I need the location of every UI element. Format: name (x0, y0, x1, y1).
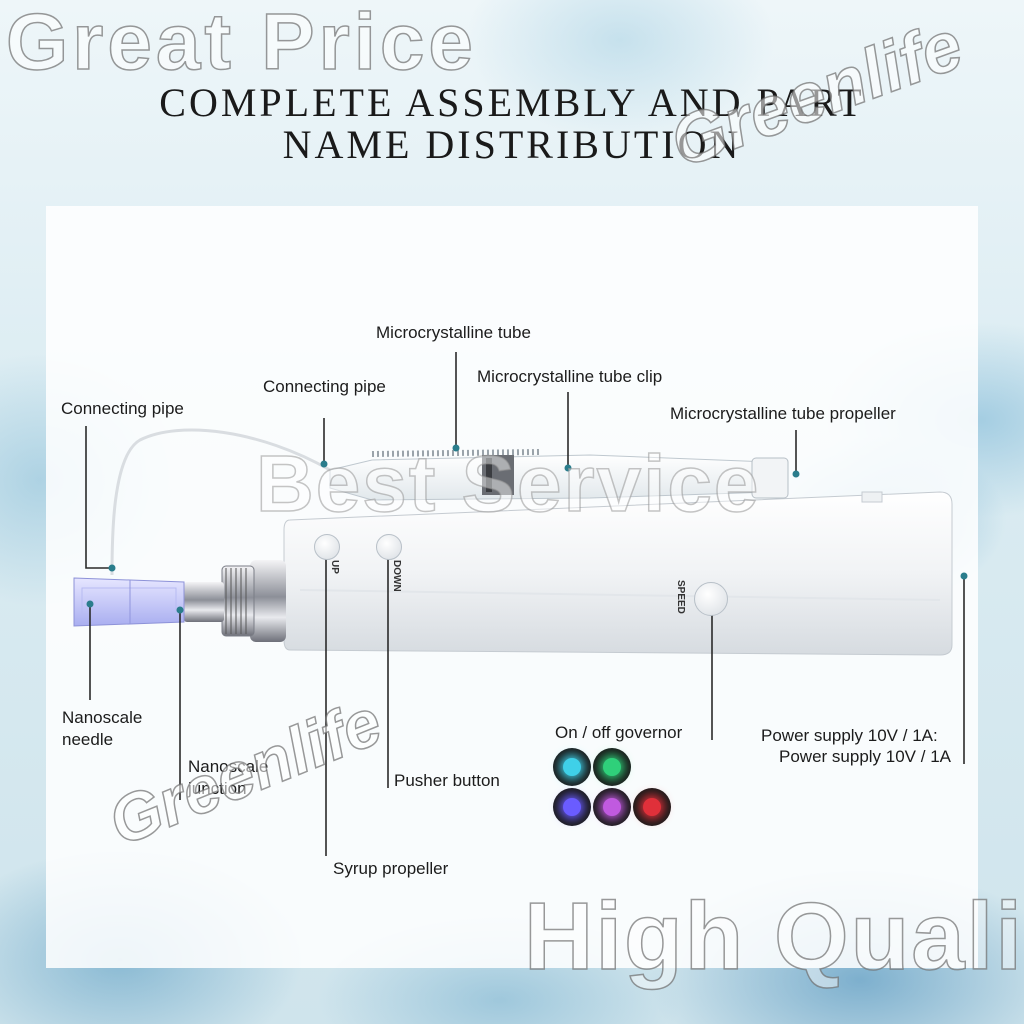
label-microcrystalline-tube: Microcrystalline tube (376, 323, 531, 342)
title-line-2: NAME DISTRIBUTION (282, 122, 742, 167)
microcrystalline-tube-shape (329, 449, 789, 501)
speed-button[interactable] (694, 582, 728, 616)
label-syrup-propeller: Syrup propeller (333, 859, 449, 878)
speed-button-label: SPEED (675, 580, 686, 614)
leader-lines (85, 352, 965, 856)
up-button-label: UP (329, 560, 340, 574)
label-connecting-pipe-mid: Connecting pipe (263, 377, 386, 396)
watermark-high-quality: High Quality (523, 882, 1024, 991)
led-purple-icon (593, 788, 631, 826)
down-button[interactable] (376, 534, 402, 560)
up-button[interactable] (314, 534, 340, 560)
down-button-label: DOWN (391, 560, 402, 592)
page-title: COMPLETE ASSEMBLY AND PART NAME DISTRIBU… (0, 82, 1024, 166)
label-microcrystalline-tube-clip: Microcrystalline tube clip (477, 367, 663, 386)
watermark-best-service: Best Service (255, 438, 761, 529)
label-nanoscale-junction-line1: Nanoscale (188, 757, 269, 776)
label-power-supply-line2: Power supply 10V / 1A (779, 747, 951, 766)
label-pusher-button: Pusher button (394, 771, 500, 790)
label-nanoscale-junction-line2: junction (188, 779, 247, 798)
label-power-supply-line1: Power supply 10V / 1A: (761, 726, 938, 745)
led-red-icon (633, 788, 671, 826)
device-body (283, 491, 953, 656)
title-line-1: COMPLETE ASSEMBLY AND PART (159, 80, 865, 125)
connecting-pipe-shape (110, 428, 331, 576)
label-on-off-governor: On / off governor (555, 723, 683, 742)
label-nanoscale-needle-line2: needle (62, 730, 114, 749)
label-nanoscale-needle-line1: Nanoscale (62, 708, 143, 727)
label-microcrystalline-tube-propeller: Microcrystalline tube propeller (670, 404, 896, 423)
led-cyan-icon (553, 748, 591, 786)
nanoscale-junction-shape (184, 560, 286, 642)
label-connecting-pipe-left: Connecting pipe (61, 399, 184, 418)
watermark-great-price: Great Price (5, 0, 477, 87)
led-green-icon (593, 748, 631, 786)
led-blue-icon (553, 788, 591, 826)
nanoscale-needle-shape (73, 577, 185, 627)
